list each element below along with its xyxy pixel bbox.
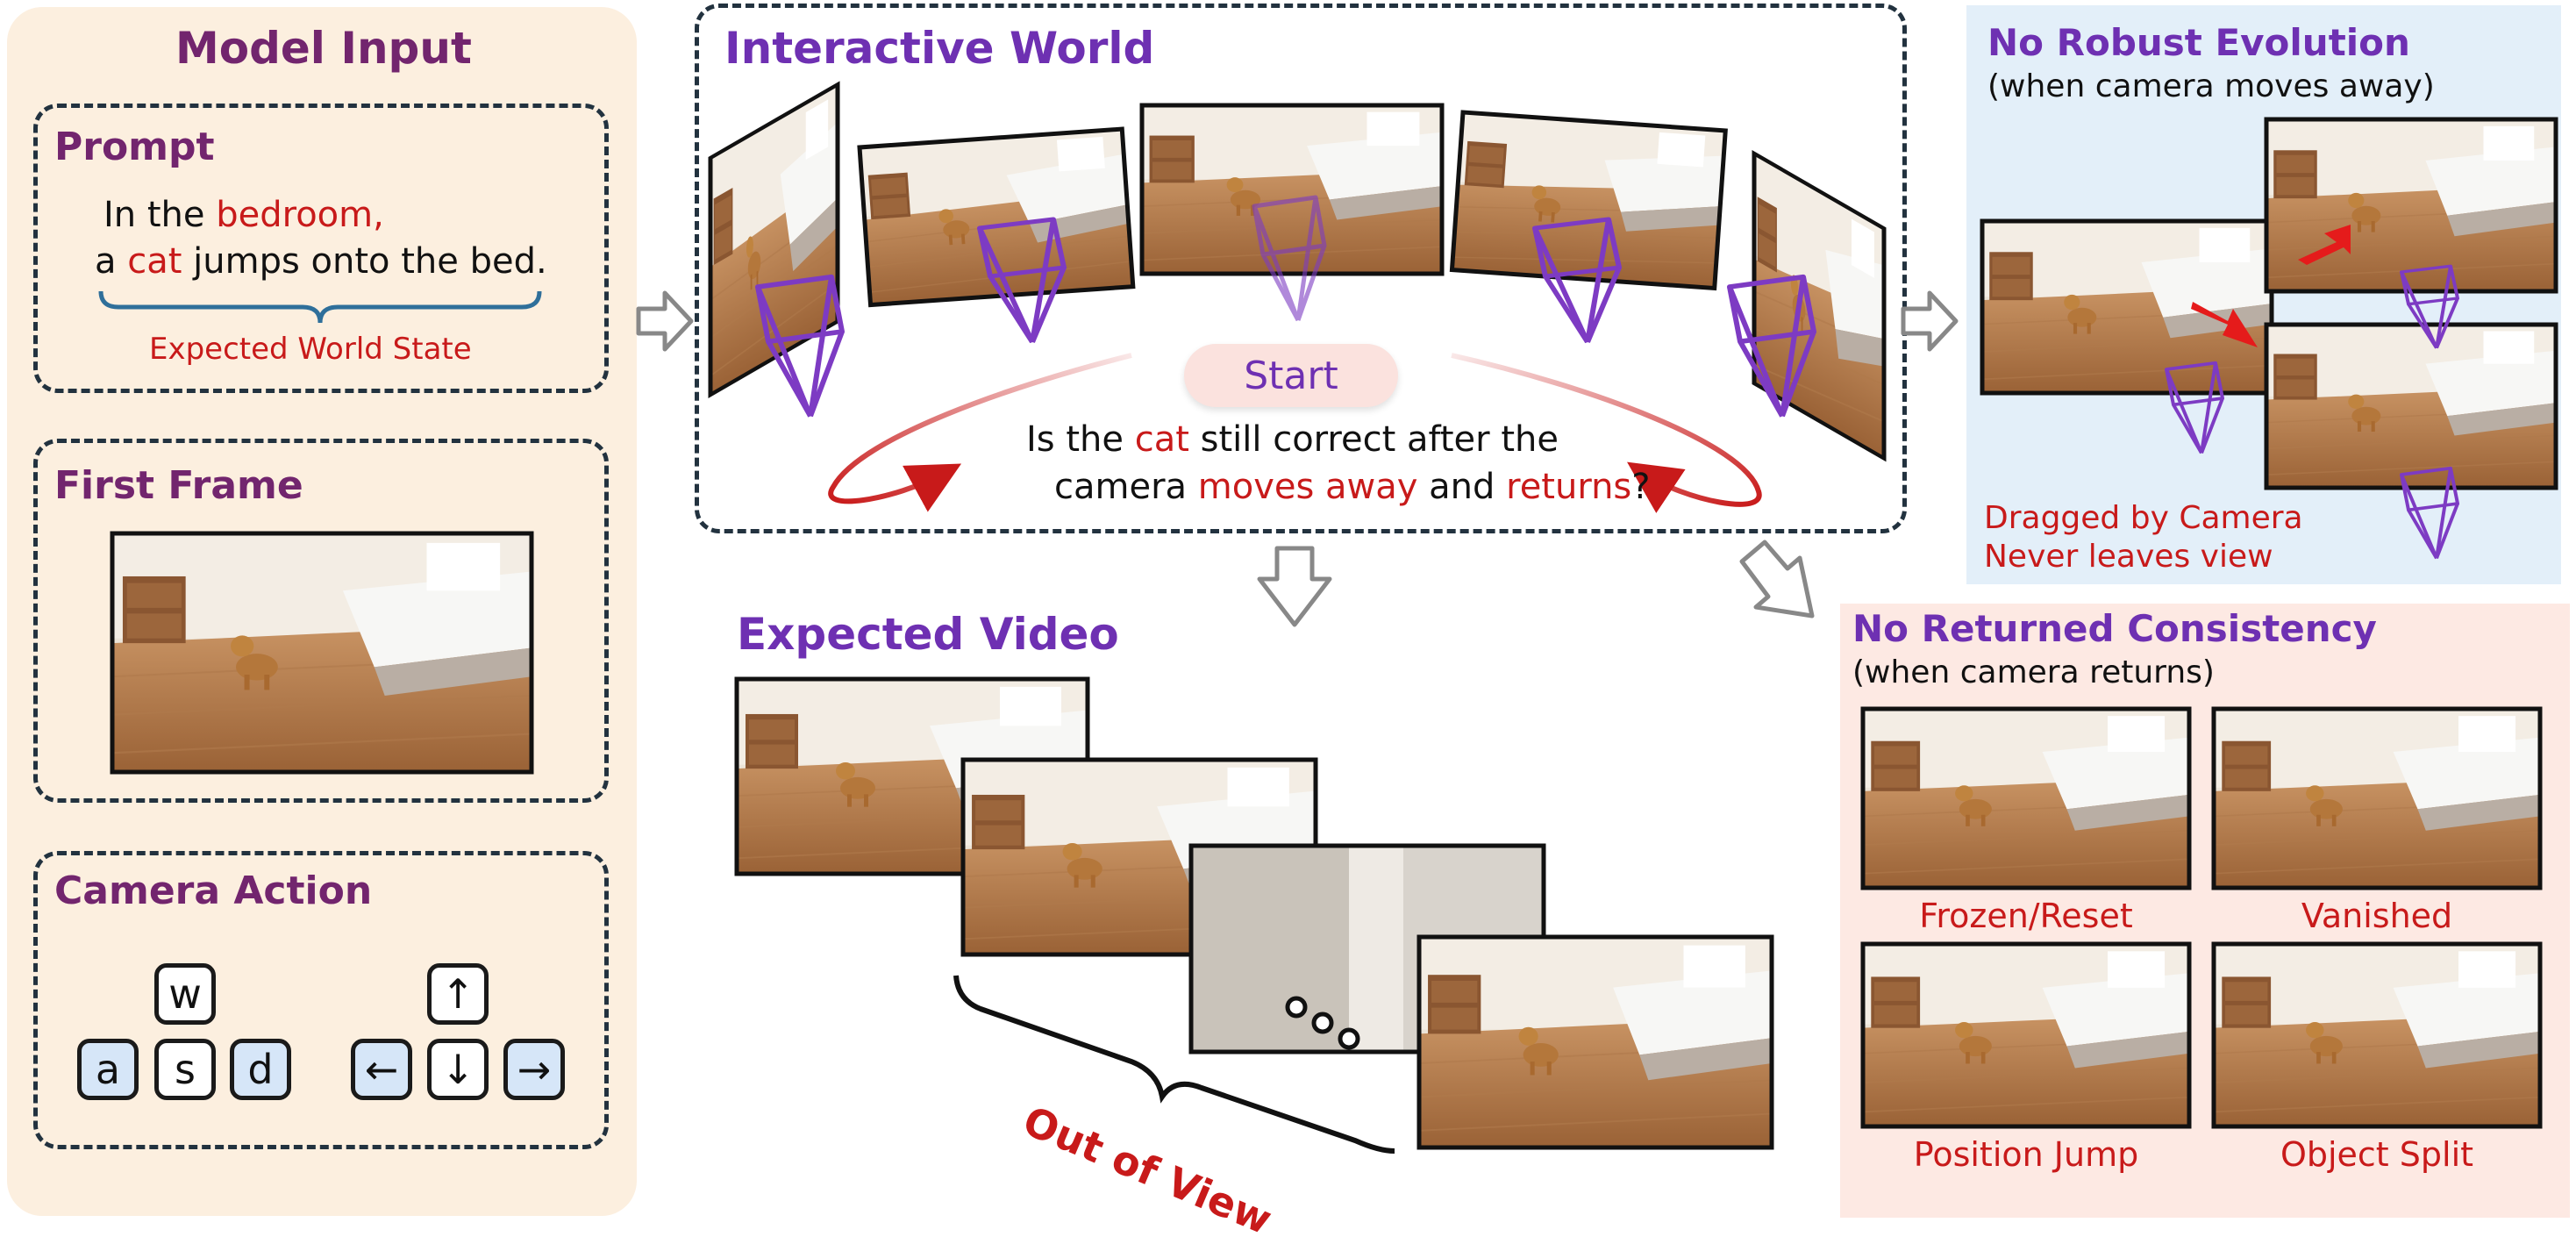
- case-position-jump: Position Jump: [1913, 1135, 2139, 1174]
- never-leaves-view-note: Never leaves view: [1984, 539, 2273, 575]
- key-arrow-left[interactable]: ←: [351, 1039, 412, 1100]
- prompt-line-2: a cat jumps onto the bed.: [95, 241, 547, 282]
- interactive-world-frames: [708, 81, 1887, 462]
- expected-world-state-brace: [98, 290, 542, 324]
- key-a[interactable]: a: [77, 1039, 139, 1100]
- flow-arrows: [636, 290, 1959, 627]
- key-d[interactable]: d: [230, 1039, 291, 1100]
- case-vanished: Vanished: [2301, 897, 2453, 935]
- interactive-world-title: Interactive World: [724, 23, 1155, 74]
- case-object-split: Object Split: [2280, 1135, 2474, 1174]
- first-frame-box: [33, 439, 609, 803]
- key-arrow-up[interactable]: ↑: [427, 963, 489, 1025]
- interactive-world-box: [695, 4, 1907, 533]
- move-away-arc: [828, 353, 1132, 512]
- dragged-by-camera-note: Dragged by Camera: [1984, 500, 2303, 536]
- return-arc: [1451, 353, 1762, 513]
- expected-video-frames: [734, 676, 1774, 1150]
- key-w[interactable]: w: [154, 963, 216, 1025]
- no-robust-evolution-title: No Robust Evolution: [1987, 21, 2410, 64]
- key-arrow-right[interactable]: →: [503, 1039, 565, 1100]
- prompt-box: [33, 104, 609, 393]
- question-line-2: camera moves away and returns?: [1054, 467, 1651, 507]
- no-robust-evolution-frames: [1980, 117, 2558, 561]
- no-returned-consistency-title: No Returned Consistency: [1852, 607, 2377, 650]
- case-frozen-reset: Frozen/Reset: [1919, 897, 2133, 935]
- key-arrow-down[interactable]: ↓: [427, 1039, 489, 1100]
- camera-action-box: [33, 851, 609, 1149]
- out-of-view-brace: [953, 975, 1395, 1154]
- first-frame-image: [110, 531, 534, 775]
- model-input-title: Model Input: [175, 23, 472, 74]
- expected-world-state-label: Expected World State: [149, 332, 472, 367]
- no-robust-evolution-subtitle: (when camera moves away): [1987, 68, 2435, 104]
- no-returned-consistency-frames: [1860, 706, 2543, 1129]
- question-line-1: Is the cat still correct after the: [1026, 419, 1559, 460]
- camera-action-heading: Camera Action: [54, 869, 373, 913]
- no-returned-consistency-subtitle: (when camera returns): [1852, 654, 2215, 690]
- prompt-line-1: In the bedroom,: [103, 195, 384, 235]
- start-label: Start: [1184, 344, 1398, 407]
- prompt-heading: Prompt: [54, 125, 215, 169]
- first-frame-heading: First Frame: [54, 463, 303, 508]
- key-s[interactable]: s: [154, 1039, 216, 1100]
- expected-video-title: Expected Video: [737, 609, 1119, 660]
